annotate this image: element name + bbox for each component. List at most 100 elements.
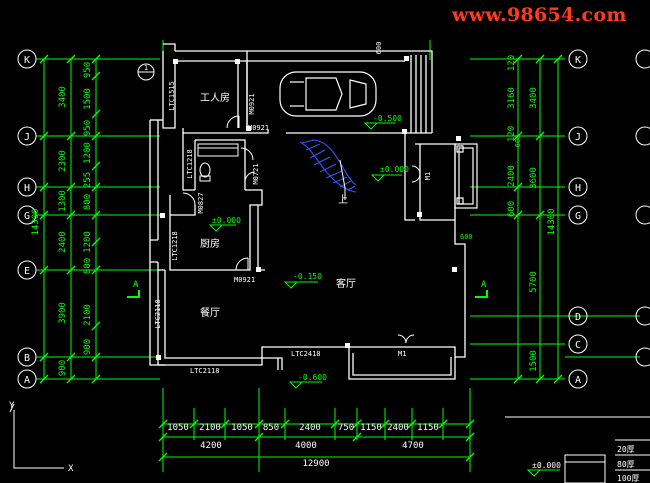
dim-bottom-total: 12900 [302, 459, 329, 469]
room-labels: 工人房 厨房 客厅 餐厅 上 [200, 91, 356, 319]
level-kitchen: ±0.000 [212, 216, 241, 225]
level-markers [208, 122, 560, 477]
label-m1-a: M1 [424, 172, 432, 180]
room-label-kitchen: 厨房 [200, 237, 220, 250]
dim-left-inner-6: 1200 [83, 231, 93, 253]
dim-right-inner-5: 5700 [529, 271, 539, 293]
dim-right-total: 14300 [547, 208, 557, 235]
dim-left-total: 14300 [31, 208, 41, 235]
label-600-top: 600 [375, 42, 383, 55]
label-600-right-b: 600 [514, 135, 522, 148]
dim-right-inner-0: 120 [507, 55, 517, 71]
dimension-ticks [39, 54, 563, 462]
label-m1-b: M1 [398, 350, 406, 358]
dim-left-inner-4: 255 [83, 172, 93, 188]
walls [149, 43, 466, 380]
dim-bottom-inner-0: 1050 [167, 423, 189, 433]
legend-100: 100厚 [617, 474, 639, 483]
dim-bottom-inner-3: 850 [263, 423, 279, 433]
axis-label-right-j: J [575, 132, 581, 143]
dim-right-inner-1: 3160 [507, 87, 517, 109]
room-label-living: 客厅 [336, 277, 356, 290]
axis-label-right-g: G [575, 211, 581, 222]
level-legend: ±0.000 [532, 461, 561, 470]
section-mark-right: A [481, 280, 487, 290]
label-m0921-c: M0921 [234, 276, 255, 284]
dim-bottom-mid-1: 4000 [295, 441, 317, 451]
level-hall: ±0.000 [380, 165, 409, 174]
label-m0921-b: M0921 [248, 93, 256, 114]
axis-label-left-h: H [24, 183, 30, 194]
dim-left-inner-0: 950 [83, 62, 93, 78]
axis-label-right-h: H [575, 183, 581, 194]
dim-bottom-inner-8: 1150 [417, 423, 439, 433]
dim-bottom-inner-6: 1150 [360, 423, 382, 433]
dim-right-inner-3: 2400 [507, 165, 517, 187]
dim-bottom-inner-7: 2400 [387, 423, 409, 433]
dimension-lines [43, 59, 559, 458]
dim-left-inner-8: 2100 [83, 304, 93, 326]
dim-left-outer-2: 1300 [58, 190, 68, 212]
dim-text-left: 3400 2300 1300 2400 3900 900 950 1500 95… [31, 62, 93, 376]
dim-bottom-inner-2: 1050 [231, 423, 253, 433]
axis-bubbles-right: K J H G D C A [568, 49, 650, 389]
legend-80: 80厚 [617, 460, 635, 469]
label-m0921-a: M0921 [248, 124, 269, 132]
label-m0721: M0721 [252, 163, 260, 184]
dim-left-outer-0: 3400 [58, 86, 68, 108]
axis-bubbles-left: K J H G E B A [17, 49, 37, 389]
label-ltc1218: LTC1218 [186, 149, 194, 179]
dim-bottom-mid-0: 4200 [200, 441, 222, 451]
legend-box [505, 416, 650, 483]
label-ltc1218-b: LTC1218 [171, 231, 179, 261]
room-label-dining: 餐厅 [200, 306, 220, 319]
label-ltc2118-bottom: LTC2118 [190, 367, 220, 375]
dim-right-inner-2: 120 [507, 126, 517, 142]
dim-bottom-inner-4: 2400 [299, 423, 321, 433]
axis-label-right-a: A [575, 375, 581, 386]
dim-left-inner-5: 800 [83, 194, 93, 210]
watermark: www.98654.com [452, 4, 627, 26]
axis-label-right-c: C [575, 340, 581, 351]
axis-label-left-e: E [24, 266, 30, 277]
level-entrance: -0.600 [298, 373, 327, 382]
dim-right-inner-4: 600 [507, 201, 517, 217]
column-posts [156, 56, 461, 360]
axis-label-left-j: J [24, 132, 30, 143]
dim-right-outer-1: 3600 [529, 167, 539, 189]
level-texts: -0.500 ±0.000 ±0.000 -0.150 -0.600 ±0.00… [212, 114, 561, 470]
dim-right-inner-6: 1500 [529, 350, 539, 372]
dim-left-inner-7: 800 [83, 258, 93, 274]
legend-texts: 20厚 80厚 100厚 [617, 445, 639, 483]
dim-text-bottom: 1050 2100 1050 850 2400 750 1150 2400 11… [167, 423, 439, 469]
level-garage: -0.500 [373, 114, 402, 123]
section-marks [127, 290, 488, 298]
legend-20: 20厚 [617, 445, 635, 454]
axis-label-left-k: K [24, 55, 30, 66]
dim-left-inner-3: 1200 [83, 142, 93, 164]
dim-left-outer-4: 3900 [58, 302, 68, 324]
dim-left-inner-1: 1500 [83, 88, 93, 110]
room-label-worker: 工人房 [200, 91, 230, 104]
axis-label-left-a: A [24, 375, 30, 386]
dim-left-outer-5: 900 [58, 360, 68, 376]
axis-label-1: 1 [144, 64, 148, 72]
axis-label-left-b: B [24, 353, 30, 364]
dim-bottom-inner-5: 750 [338, 423, 354, 433]
dim-left-inner-2: 950 [83, 120, 93, 136]
stair-arrow [339, 159, 346, 200]
dim-right-outer-0: 3400 [529, 87, 539, 109]
ucs-y-label: Y [9, 401, 15, 411]
axis-label-left-g: G [24, 211, 30, 222]
label-m0827: M0827 [197, 192, 205, 213]
bay-window [454, 143, 478, 209]
section-mark-left: A [133, 280, 139, 290]
opening-labels: LTC1515 LTC1218 LTC1218 LTC2118 LTC2118 … [154, 42, 522, 375]
dim-text-right: 120 3160 120 2400 600 5700 1500 3400 360… [507, 55, 557, 372]
stair-up-label: 上 [338, 194, 348, 206]
axis-label-right-k: K [575, 55, 581, 66]
axis-label-right-d: D [575, 312, 581, 323]
spiral-stair [299, 139, 357, 193]
label-ltc2418: LTC2418 [291, 350, 321, 358]
dim-left-inner-9: 900 [83, 339, 93, 355]
